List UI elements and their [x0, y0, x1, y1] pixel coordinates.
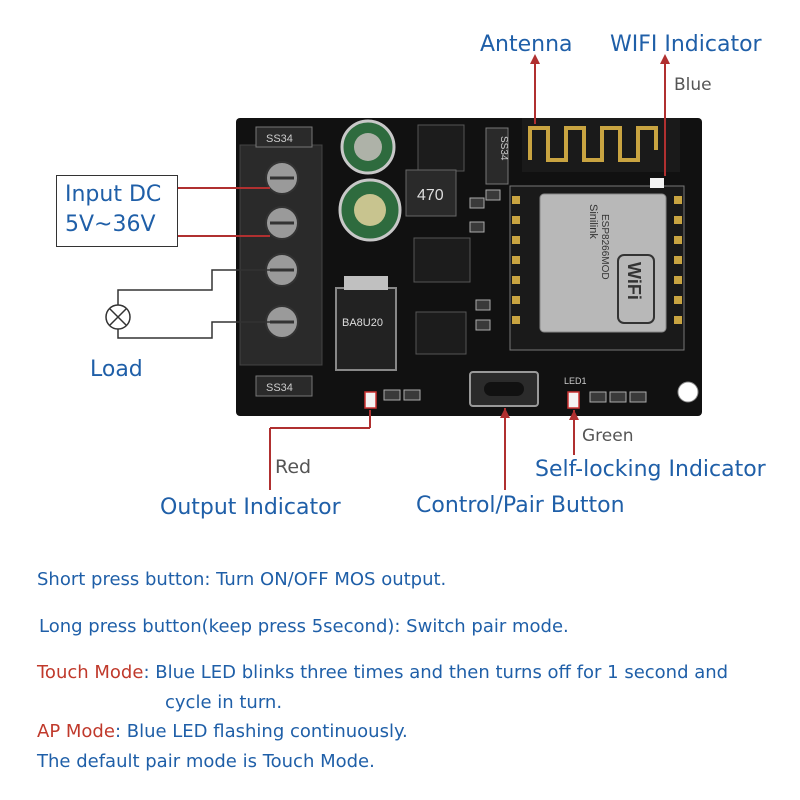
output-indicator-label: Output Indicator	[160, 495, 341, 520]
pointer-lines	[176, 57, 666, 490]
output-led-color-label: Red	[275, 456, 312, 478]
touch-mode-description: Touch Mode: Blue LED blinks three times …	[37, 662, 728, 683]
module-model-marking: ESP8266MOD	[599, 214, 610, 280]
diode-top	[255, 126, 313, 148]
diode-top-marking: SS34	[266, 133, 293, 145]
input-voltage-label: 5V~36V	[65, 212, 156, 237]
self-locking-led	[567, 391, 580, 409]
capacitors	[338, 119, 402, 242]
wifi-logo: WiFi	[624, 262, 644, 300]
touch-mode-text: : Blue LED blinks three times and then t…	[143, 662, 729, 683]
led1-marking: LED1	[564, 376, 587, 386]
self-locking-indicator-label: Self-locking Indicator	[535, 457, 766, 482]
short-press-description: Short press button: Turn ON/OFF MOS outp…	[37, 569, 447, 590]
antenna-trace	[528, 126, 658, 162]
wifi-led	[650, 178, 664, 188]
module-pins	[512, 196, 682, 324]
diode-bottom	[255, 375, 313, 397]
driver-chip	[415, 311, 467, 355]
pointer-arrowheads	[500, 54, 670, 420]
module-shield	[539, 193, 667, 333]
diode-bottom-marking: SS34	[266, 382, 293, 394]
diode-side-marking: SS34	[498, 136, 509, 161]
default-mode-description: The default pair mode is Touch Mode.	[37, 751, 375, 772]
long-press-description: Long press button(keep press 5second): S…	[39, 616, 569, 637]
ap-mode-description: AP Mode: Blue LED flashing continuously.	[37, 721, 408, 742]
inductor	[405, 169, 457, 217]
control-button-label: Control/Pair Button	[416, 493, 625, 518]
load-label: Load	[90, 357, 143, 382]
wifi-indicator-label: WIFI Indicator	[610, 32, 762, 57]
output-led	[364, 391, 377, 409]
input-dc-box: Input DC 5V~36V	[56, 175, 178, 247]
board-diagram: 470 BA8U20 SS34 SS34 SS34 Sinilink ESP82…	[105, 54, 702, 490]
regulator-chip	[417, 124, 465, 172]
mosfet	[335, 287, 397, 371]
touch-mode-label: Touch Mode	[37, 662, 144, 683]
wifi-led-color-label: Blue	[674, 75, 712, 95]
ap-mode-label: AP Mode	[37, 721, 115, 742]
touch-mode-description-cont: cycle in turn.	[165, 692, 283, 713]
self-locking-led-color-label: Green	[582, 426, 634, 446]
inductor-marking: 470	[417, 187, 444, 204]
input-dc-label: Input DC	[65, 182, 162, 207]
module-brand-marking: Sinilink	[587, 204, 599, 239]
mosfet-marking: BA8U20	[342, 317, 383, 329]
antenna-label: Antenna	[480, 32, 573, 57]
ldo-chip	[413, 237, 471, 283]
wifi-logo-box	[617, 254, 655, 324]
diode-side	[485, 127, 509, 185]
load-lamp-icon	[105, 304, 131, 330]
mounting-hole	[677, 381, 699, 403]
smd-resistors	[383, 189, 647, 403]
ap-mode-text: : Blue LED flashing continuously.	[114, 721, 408, 742]
load-wiring	[117, 269, 270, 339]
